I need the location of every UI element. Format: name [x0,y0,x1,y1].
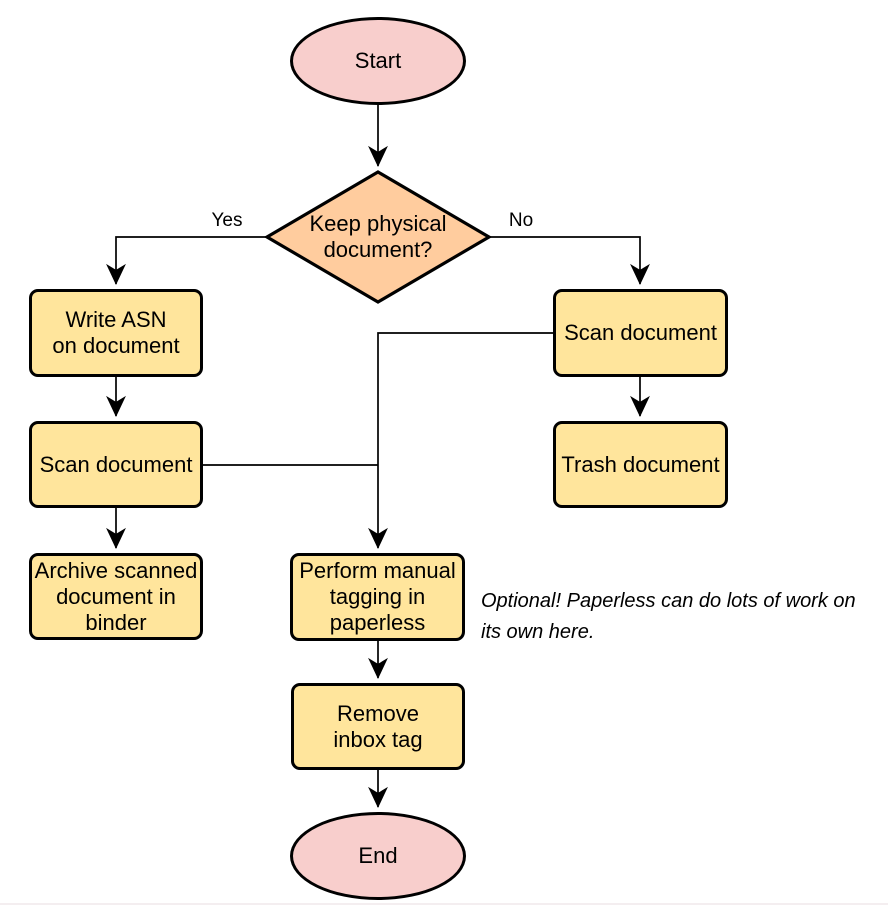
node-archive-in-binder: Archive scanned document in binder [29,553,203,640]
node-scan-document-right: Scan document [553,289,728,377]
node-write-asn-label: Write ASN on document [52,307,180,358]
decision-diamond-shape [263,170,493,304]
edge-decision-yes-to-write-asn [106,236,267,285]
node-scan-document-right-label: Scan document [564,320,717,345]
page-bottom-divider [0,903,888,905]
node-end-label: End [358,843,398,868]
node-scan-document-left: Scan document [29,421,203,508]
node-manual-tagging: Perform manual tagging in paperless [290,553,465,641]
edge-label-no: No [508,210,534,231]
optional-note: Optional! Paperless can do lots of work … [481,590,856,643]
node-end: End [290,812,466,900]
node-scan-document-left-label: Scan document [39,451,193,477]
node-start-label: Start [354,48,402,73]
node-write-asn: Write ASN on document [29,289,203,377]
node-archive-in-binder-label: Archive scanned document in binder [34,557,198,635]
node-decision: Keep physical document? [283,203,473,271]
node-start: Start [290,17,466,105]
node-decision-label: Keep physical document? [309,211,447,262]
node-trash-document-label: Trash document [561,451,720,477]
node-trash-document: Trash document [553,421,728,508]
edge-label-yes: Yes [211,210,243,231]
node-remove-inbox-tag: Remove inbox tag [291,683,465,770]
node-remove-inbox-tag-label: Remove inbox tag [333,700,423,752]
edge-decision-no-to-scan-right [489,236,650,285]
node-manual-tagging-label: Perform manual tagging in paperless [299,558,456,635]
edge-scan-right-to-tagging [368,332,553,549]
